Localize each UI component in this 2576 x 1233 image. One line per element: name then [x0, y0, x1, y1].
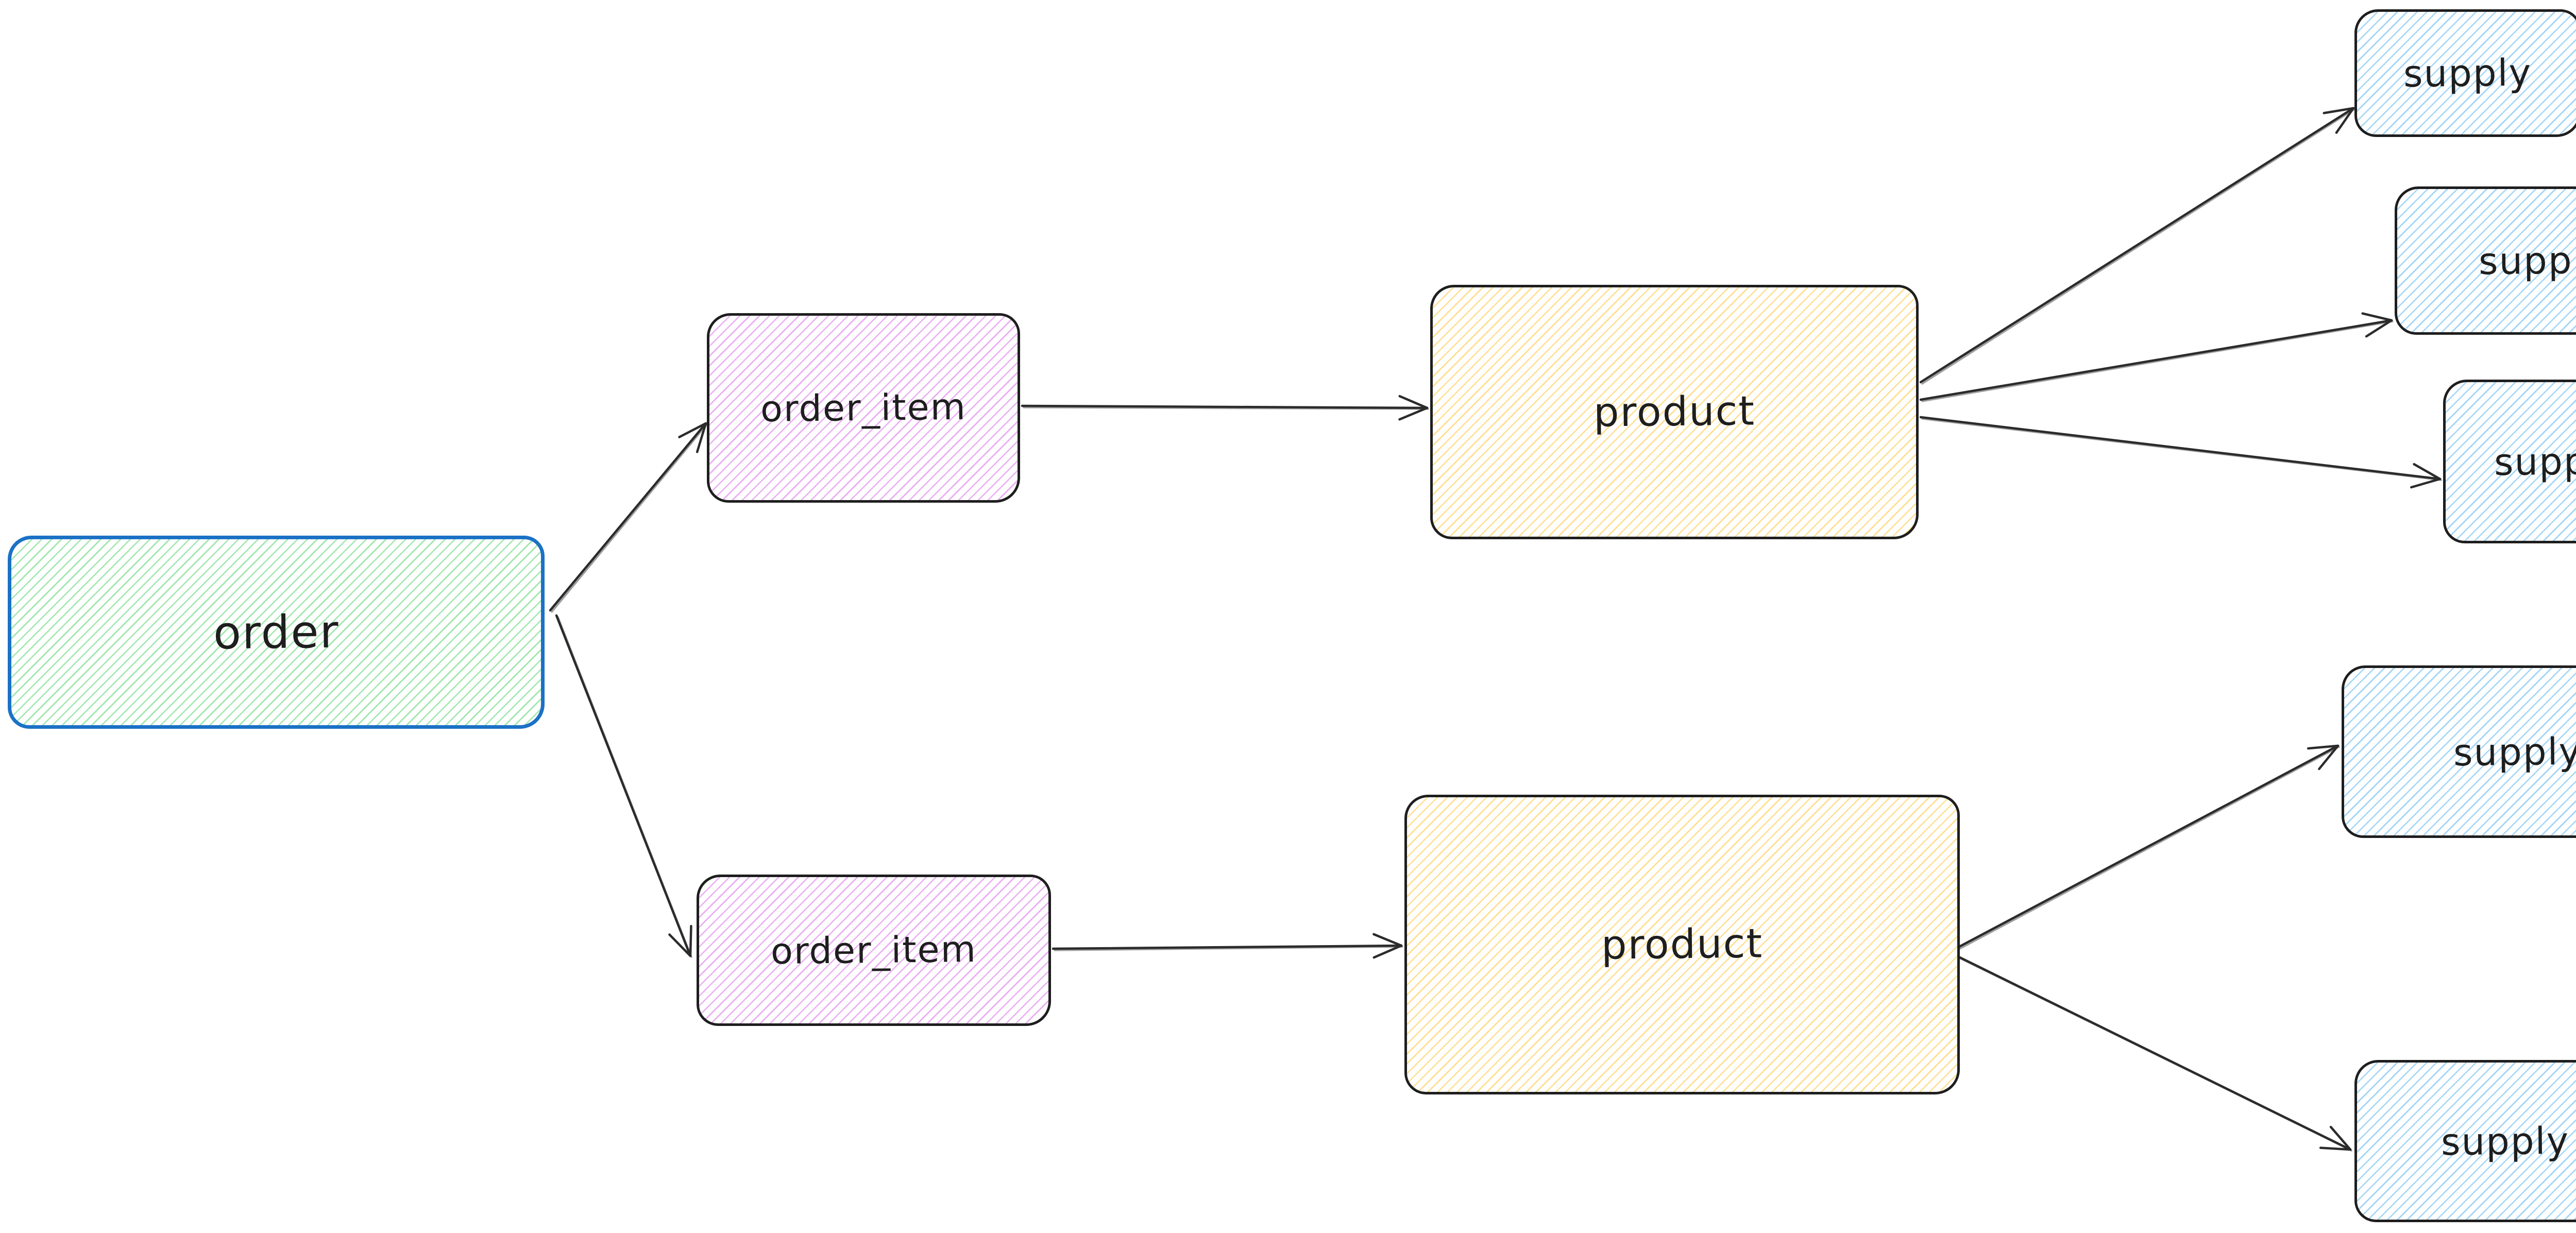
node-order-item-bottom: order_item: [697, 875, 1051, 1026]
node-supply-5: supply: [2354, 1060, 2576, 1222]
arrow-product_2-to-supply_4: [1950, 744, 2340, 953]
node-supply-5-label: supply: [2441, 1119, 2570, 1163]
node-supply-1-label: supply: [2403, 50, 2533, 96]
arrow-order_item_2-to-product_2: [1052, 933, 1403, 959]
node-supply-3: supply: [2443, 380, 2576, 543]
node-order-label: order: [213, 605, 340, 660]
node-supply-4-label: supply: [2453, 729, 2576, 774]
arrow-order-to-order_item_2: [555, 614, 692, 958]
node-order-item-top: order_item: [707, 313, 1020, 503]
node-product-top-label: product: [1593, 388, 1756, 436]
node-supply-1: supply: [2354, 9, 2576, 137]
arrow-product_1-to-supply_2: [1919, 312, 2394, 402]
node-product-top: product: [1430, 285, 1919, 539]
node-order-item-bottom-label: order_item: [770, 928, 977, 973]
node-supply-3-label: supply: [2494, 439, 2576, 484]
node-product-bottom: product: [1404, 795, 1960, 1094]
arrow-order-to-order_item_1: [549, 422, 708, 613]
arrow-product_2-to-supply_5: [1953, 953, 2352, 1152]
node-supply-2-label: supply: [2478, 238, 2576, 283]
node-supply-2: supply: [2395, 186, 2576, 335]
arrow-product_1-to-supply_3: [1919, 416, 2442, 489]
node-order: order: [8, 536, 545, 729]
arrow-product_1-to-supply_1: [1919, 107, 2355, 385]
arrow-order_item_1-to-product_1: [1021, 395, 1429, 421]
node-supply-4: supply: [2342, 665, 2576, 838]
node-order-item-top-label: order_item: [760, 385, 967, 431]
node-product-bottom-label: product: [1601, 920, 1764, 969]
